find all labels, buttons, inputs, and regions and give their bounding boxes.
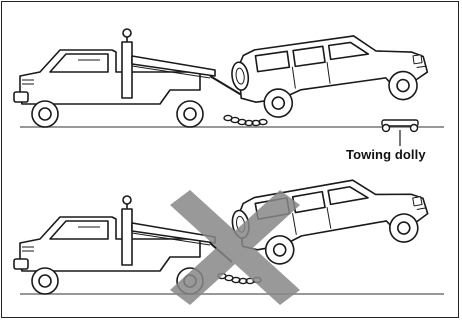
safety-chain-top bbox=[224, 115, 267, 125]
towing-dolly-label: Towing dolly bbox=[346, 147, 426, 162]
panel-incorrect bbox=[14, 168, 444, 305]
towing-dolly bbox=[382, 120, 418, 132]
towed-suv-top bbox=[229, 26, 431, 122]
tow-truck-top bbox=[14, 29, 215, 127]
panel-correct bbox=[14, 26, 444, 146]
